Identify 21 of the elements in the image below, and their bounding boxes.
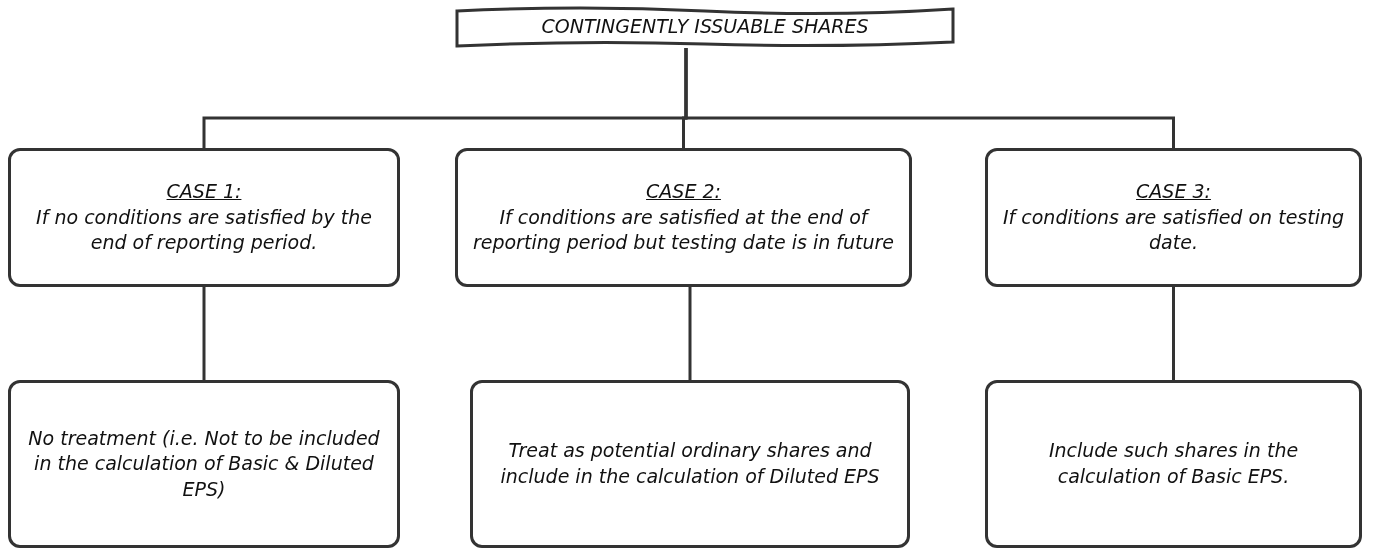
connector-line [688,287,692,380]
box-text: No treatment (i.e. Not to be included in the calculation of Basic & Diluted EPS) [27,425,381,502]
rounded-box [8,380,400,548]
box-text: Treat as potential ordinary shares and include in the calculation of Diluted EPS [499,438,881,489]
rounded-box [455,148,912,287]
box-text: Include such shares in the calculation of Basic EPS. [1047,438,1300,489]
case-heading: CASE 3: [1136,179,1211,205]
box-text: If conditions are satisfied at the end of reporting period but testing date is in future [471,204,896,256]
box-text: If conditions are satisfied on testing date. [1001,204,1346,256]
rounded-box [8,148,400,287]
case-heading: CASE 1: [166,179,242,205]
title-text: CONTINGENTLY ISSUABLE SHARES [541,13,869,39]
connector-line [1172,287,1175,380]
case-heading: CASE 2: [646,179,721,205]
connector-line [202,287,206,380]
title-banner [455,5,955,48]
box-text: If no conditions are satisfied by the end of reporting period. [35,204,373,256]
rounded-box [985,380,1362,548]
connector-line [684,48,1175,148]
rounded-box [470,380,910,548]
rounded-box [985,148,1362,287]
